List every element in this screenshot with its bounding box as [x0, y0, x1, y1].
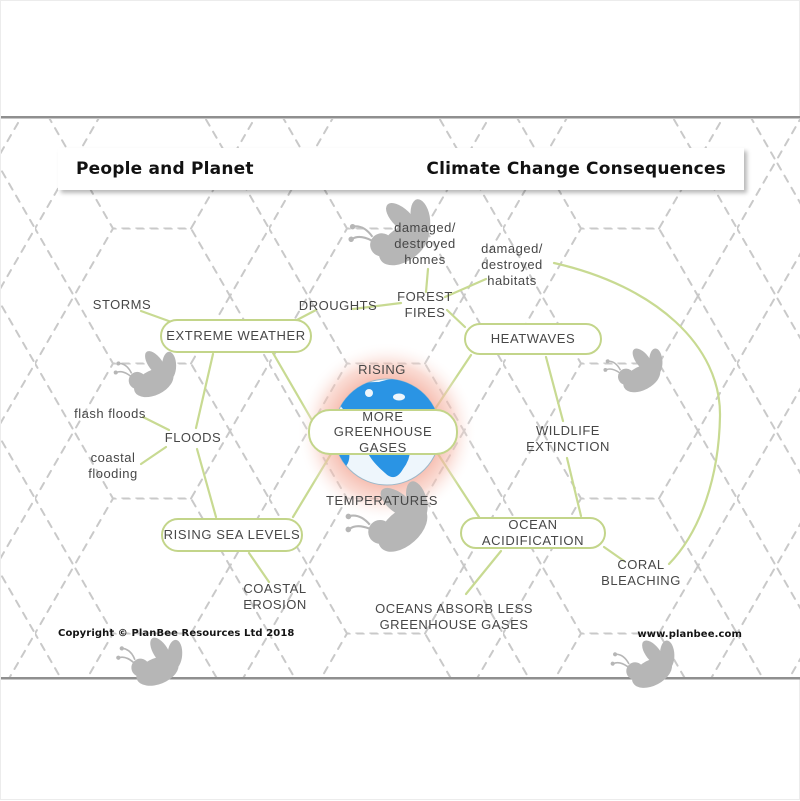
node-label: HEATWAVES [490, 331, 576, 347]
label-wildlife-extinction: WILDLIFE EXTINCTION [526, 423, 610, 454]
page-bottom-edge [1, 677, 800, 680]
label-forest-fires: FOREST FIRES [397, 289, 453, 320]
node-label: OCEAN ACIDIFICATION [481, 517, 585, 548]
unit-title: People and Planet [76, 159, 254, 179]
title-bar: People and Planet Climate Change Consequ… [58, 148, 744, 190]
lesson-title: Climate Change Consequences [426, 159, 726, 179]
website-url: www.planbee.com [637, 629, 742, 640]
node-ocean-acidification: OCEAN ACIDIFICATION [460, 517, 606, 549]
label-coral-bleaching: CORAL BLEACHING [601, 557, 681, 588]
node-label: EXTREME WEATHER [166, 328, 306, 344]
label-coastal-erosion: COASTAL EROSION [243, 581, 307, 612]
label-storms: STORMS [92, 297, 152, 313]
node-more-greenhouse-gases: MORE GREENHOUSE GASES [308, 409, 458, 455]
label-damaged-habitats: damaged/ destroyed habitats [481, 241, 543, 288]
label-floods: FLOODS [164, 430, 222, 446]
label-damaged-homes: damaged/ destroyed homes [394, 220, 456, 267]
copyright-text: Copyright © PlanBee Resources Ltd 2018 [58, 628, 295, 639]
label-oceans-absorb: OCEANS ABSORB LESS GREENHOUSE GASES [375, 601, 533, 632]
node-heatwaves: HEATWAVES [464, 323, 602, 355]
label-coastal-flooding: coastal flooding [88, 450, 138, 481]
node-rising-sea-levels: RISING SEA LEVELS [161, 518, 303, 552]
node-extreme-weather: EXTREME WEATHER [160, 319, 312, 353]
page-top-edge [1, 116, 800, 119]
label-rising: RISING [358, 362, 406, 378]
node-label: RISING SEA LEVELS [163, 527, 301, 543]
label-droughts: DROUGHTS [298, 298, 378, 314]
label-temperatures: TEMPERATURES [326, 493, 438, 509]
node-label: MORE GREENHOUSE GASES [333, 408, 433, 455]
label-flash-floods: flash floods [74, 406, 146, 422]
